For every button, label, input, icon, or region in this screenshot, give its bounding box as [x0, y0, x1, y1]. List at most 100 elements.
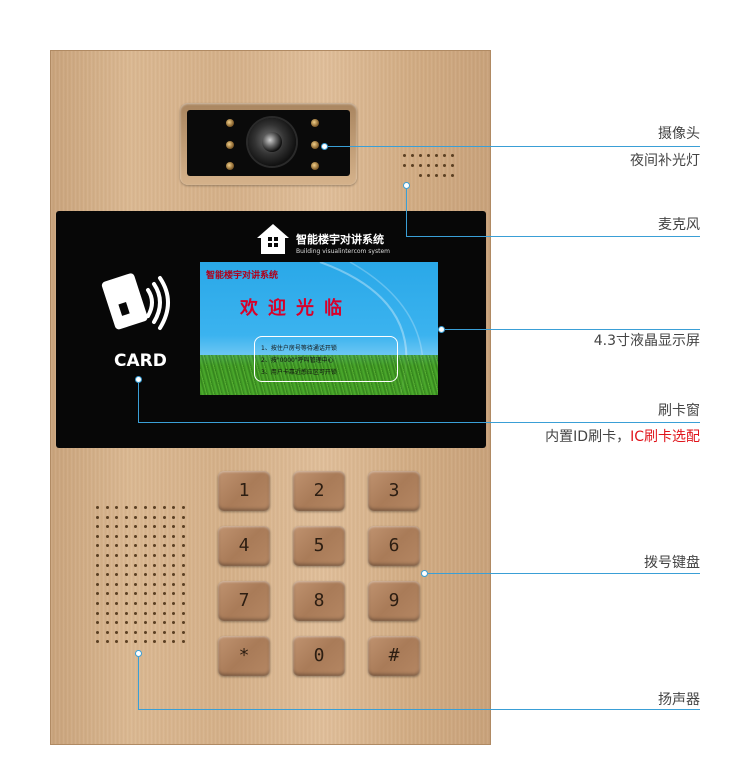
speaker-hole [162, 506, 166, 509]
speaker-hole [96, 525, 99, 529]
mic-hole [435, 174, 438, 177]
key-4[interactable]: 4 [218, 526, 270, 566]
keypad-callout-line [428, 573, 700, 574]
key-9[interactable]: 9 [368, 581, 420, 621]
speaker-hole [143, 525, 147, 529]
speaker-hole [153, 515, 156, 519]
speaker-hole [153, 573, 156, 577]
speaker-hole [105, 506, 109, 509]
mic-hole [427, 164, 430, 167]
mic-hole [419, 154, 422, 157]
speaker-hole [96, 563, 99, 567]
mic-hole [419, 174, 422, 177]
key-3[interactable]: 3 [368, 471, 420, 511]
instruction-line: 2、按"0000"呼叫管理中心 [261, 357, 334, 364]
brand-subtitle: Building visualintercom system [296, 248, 390, 255]
speaker-hole [105, 563, 109, 567]
speaker-hole [153, 630, 156, 634]
speaker-hole [134, 592, 137, 596]
speaker-hole [115, 525, 118, 529]
speaker-hole [115, 515, 118, 519]
key-star[interactable]: * [218, 636, 270, 676]
speaker-hole [134, 630, 137, 634]
speaker-hole [96, 573, 99, 577]
lcd-callout-line [445, 329, 700, 330]
speaker-hole [162, 563, 166, 567]
key-2[interactable]: 2 [293, 471, 345, 511]
speaker-hole [134, 554, 137, 557]
speaker-hole [143, 630, 147, 634]
microphone-marker [403, 182, 410, 189]
speaker-hole [96, 592, 99, 596]
speaker-hole [181, 573, 185, 577]
speaker-hole [162, 534, 166, 538]
key-8[interactable]: 8 [293, 581, 345, 621]
speaker-hole [172, 506, 175, 509]
key-0[interactable]: 0 [293, 636, 345, 676]
speaker-hole [162, 592, 166, 596]
speaker-hole [143, 506, 147, 509]
speaker-hole [124, 544, 128, 548]
ir-led [226, 162, 234, 170]
speaker-hole [124, 534, 128, 538]
speaker-hole [96, 640, 99, 644]
speaker-hole [124, 582, 128, 586]
speaker-hole [153, 611, 156, 615]
mic-hole [451, 154, 454, 157]
speaker-hole [124, 630, 128, 634]
key-hash[interactable]: # [368, 636, 420, 676]
speaker-hole [124, 506, 128, 509]
brand-logo: 智能楼宇对讲系统 Building visualintercom system [254, 221, 394, 261]
card-window-marker [135, 376, 142, 383]
key-6[interactable]: 6 [368, 526, 420, 566]
card-detail-prefix: 内置ID刷卡， [545, 429, 631, 445]
speaker-hole [105, 592, 109, 596]
speaker-hole [134, 573, 137, 577]
mic-hole [443, 164, 446, 167]
speaker-callout-line [138, 709, 700, 710]
speaker-hole [96, 534, 99, 538]
speaker-hole [162, 544, 166, 548]
speaker-hole [153, 525, 156, 529]
ir-led [311, 141, 319, 149]
speaker-hole [153, 582, 156, 586]
speaker-hole [143, 582, 147, 586]
speaker-marker [135, 650, 142, 657]
speaker-grille [96, 506, 192, 652]
mic-hole [411, 164, 414, 167]
key-5[interactable]: 5 [293, 526, 345, 566]
speaker-hole [172, 592, 175, 596]
instruction-line: 3、用户卡靠近感应区可开锁 [261, 369, 337, 376]
speaker-hole [143, 573, 147, 577]
camera-callout-line [328, 146, 700, 147]
speaker-hole [172, 621, 175, 625]
speaker-hole [115, 630, 118, 634]
speaker-hole [162, 582, 166, 586]
speaker-hole [96, 602, 99, 605]
speaker-hole [181, 621, 185, 625]
speaker-hole [105, 544, 109, 548]
speaker-hole [181, 582, 185, 586]
speaker-hole [124, 563, 128, 567]
speaker-hole [115, 534, 118, 538]
mic-hole [435, 164, 438, 167]
speaker-hole [96, 582, 99, 586]
screen-title: 智能楼宇对讲系统 [206, 271, 279, 281]
speaker-hole [153, 506, 156, 509]
speaker-hole [143, 602, 147, 605]
ir-led [226, 119, 234, 127]
card-callout-line [138, 422, 700, 423]
speaker-hole [162, 554, 166, 557]
mic-hole [419, 164, 422, 167]
brand-title: 智能楼宇对讲系统 [296, 233, 384, 246]
speaker-hole [153, 544, 156, 548]
speaker-hole [134, 621, 137, 625]
camera-marker [321, 143, 328, 150]
speaker-hole [134, 602, 137, 605]
speaker-hole [105, 602, 109, 605]
key-1[interactable]: 1 [218, 471, 270, 511]
speaker-hole [96, 611, 99, 615]
speaker-hole [115, 506, 118, 509]
speaker-hole [181, 525, 185, 529]
key-7[interactable]: 7 [218, 581, 270, 621]
